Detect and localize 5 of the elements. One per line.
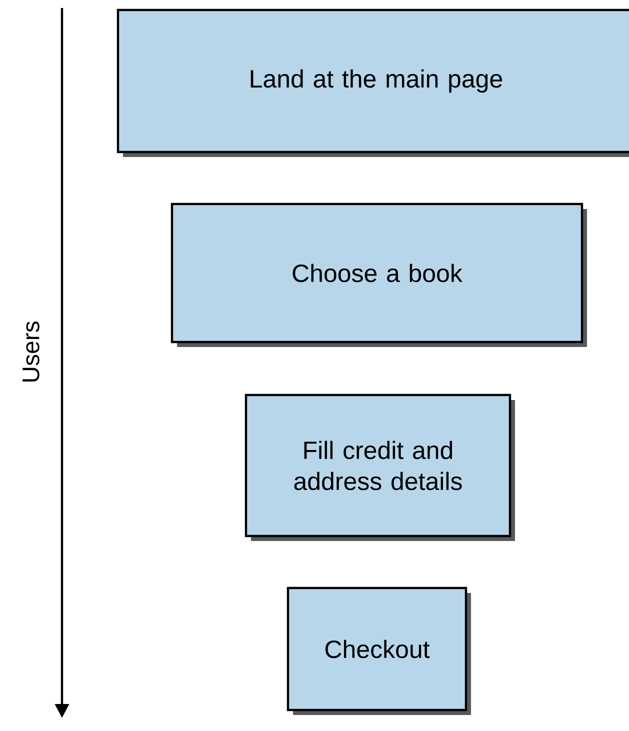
axis-label: Users (22, 322, 40, 382)
process-box: Fill credit and address details (244, 394, 515, 541)
process-box: Land at the main page (116, 8, 629, 157)
process-box: Checkout (286, 586, 471, 715)
process-box: Choose a book (170, 202, 587, 347)
